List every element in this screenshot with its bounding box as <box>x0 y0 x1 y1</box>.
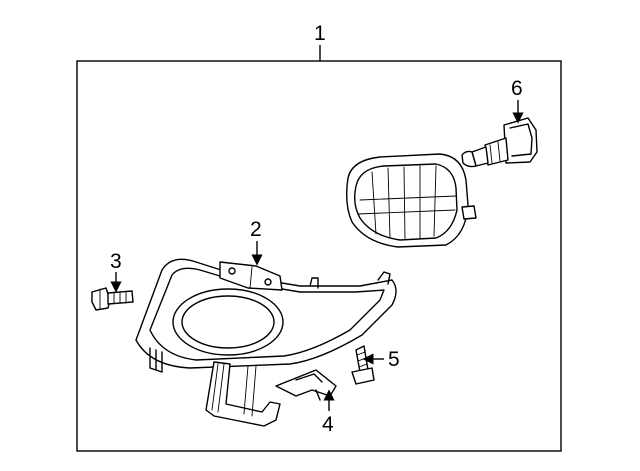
fog-lamp-unit <box>345 153 477 248</box>
callout-6: 6 <box>511 77 523 100</box>
callout-1: 1 <box>314 22 326 45</box>
bolt-part <box>91 287 134 311</box>
screw-part <box>351 345 375 385</box>
fog-lamp-housing <box>135 258 397 427</box>
callout-3: 3 <box>110 250 122 273</box>
assembly-frame <box>76 60 562 452</box>
bracket-part <box>219 261 283 291</box>
bulb-part <box>461 117 538 168</box>
callout-2: 2 <box>250 218 262 241</box>
clip-part <box>275 369 337 401</box>
callout-4: 4 <box>322 413 334 436</box>
callout-5: 5 <box>388 348 400 371</box>
